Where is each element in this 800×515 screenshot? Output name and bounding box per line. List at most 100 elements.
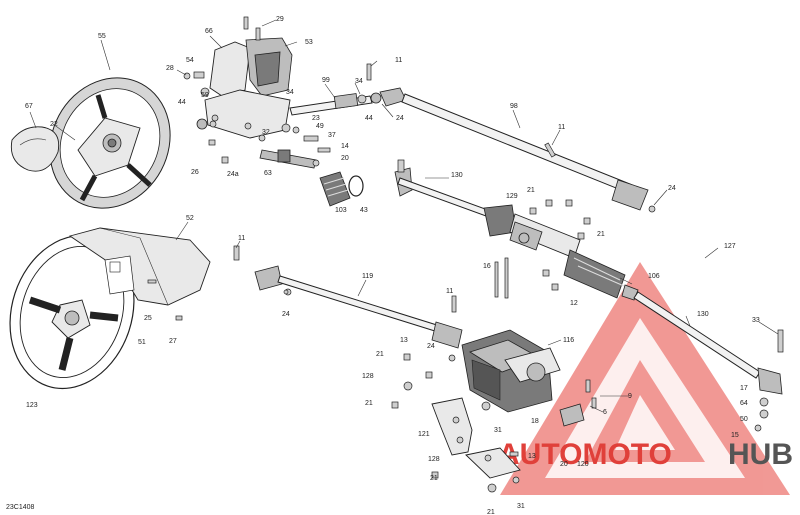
callout-25: 25 [144, 315, 152, 322]
leader-lines [29, 19, 779, 413]
callout-103: 103 [335, 207, 347, 214]
callout-128b: 128 [428, 456, 440, 463]
callout-31b: 31 [517, 503, 525, 510]
callout-127: 127 [724, 243, 736, 250]
watermark: AUTOMOTO HUB [498, 262, 793, 495]
callout-24d: 24 [427, 343, 435, 350]
callout-53: 53 [305, 39, 313, 46]
callout-22: 22 [50, 121, 58, 128]
lower-wheel-hardware [147, 279, 289, 321]
callout-17: 17 [740, 385, 748, 392]
intermediate-shaft [289, 63, 382, 116]
callout-106: 106 [648, 273, 660, 280]
callout-98: 98 [510, 103, 518, 110]
steering-wheel-lower [9, 234, 135, 390]
callout-11d: 11 [446, 288, 453, 295]
callout-11a: 11 [395, 57, 402, 64]
callout-31a: 31 [494, 427, 502, 434]
upper-steering-shaft [379, 87, 656, 213]
callout-20b: 20 [560, 461, 568, 468]
callout-24a2: 24a [227, 171, 239, 178]
callout-29: 29 [276, 16, 284, 23]
callout-55: 55 [98, 33, 106, 40]
callout-119: 119 [362, 273, 373, 280]
callout-13a: 13 [400, 337, 408, 344]
callout-121: 121 [418, 431, 430, 438]
callout-12: 12 [570, 300, 578, 307]
callout-26: 26 [191, 169, 199, 176]
callout-116: 116 [563, 337, 574, 344]
callout-13b: 13 [528, 453, 536, 460]
callout-54: 54 [186, 57, 194, 64]
callout-24a: 24 [396, 115, 404, 122]
power-steering-unit [461, 329, 561, 413]
steering-rack [483, 204, 639, 301]
callout-64: 64 [740, 400, 748, 407]
callout-120: 120 [577, 461, 589, 468]
callout-32: 32 [262, 129, 270, 136]
callout-123: 123 [26, 402, 38, 409]
callout-99: 99 [322, 77, 330, 84]
callout-21f: 21 [487, 509, 495, 515]
callout-52: 52 [186, 215, 194, 222]
callout-24c: 24 [282, 311, 290, 318]
callout-34a: 34 [355, 78, 363, 85]
callout-44a: 44 [178, 99, 186, 106]
callout-33: 33 [752, 317, 760, 324]
tie-rod-lower [633, 291, 784, 432]
tilt-bracket [204, 89, 291, 139]
callout-21a: 21 [527, 187, 535, 194]
callout-130a: 130 [451, 172, 463, 179]
watermark-text-gray: HUB [728, 438, 793, 471]
watermark-text-red: AUTOMOTO [498, 438, 672, 471]
hardware-upper-left [183, 16, 261, 164]
tilt-mechanism-parts [258, 123, 331, 169]
diagram-code: 23C1408 [6, 504, 35, 511]
callout-59: 59 [201, 92, 209, 99]
callout-43: 43 [360, 207, 368, 214]
callout-6: 6 [603, 409, 607, 416]
tie-rod-upper [394, 159, 489, 217]
callout-15: 15 [731, 432, 739, 439]
psu-hardware [391, 353, 597, 479]
callout-28: 28 [166, 65, 174, 72]
callout-11b: 11 [558, 124, 565, 131]
callout-44b: 44 [365, 115, 373, 122]
mounting-bracket [431, 397, 473, 456]
callout-129: 129 [506, 193, 518, 200]
callout-21e: 21 [430, 475, 438, 482]
watermark-triangle-logo [500, 262, 790, 495]
callout-128a: 128 [362, 373, 374, 380]
lower-bracket [465, 447, 521, 493]
callout-9: 9 [628, 393, 632, 400]
callout-49: 49 [316, 123, 324, 130]
column-cover [209, 37, 293, 99]
callout-130b: 130 [697, 311, 709, 318]
callout-11c: 11 [238, 235, 245, 242]
callout-63: 63 [264, 170, 272, 177]
callout-21d: 21 [365, 400, 373, 407]
callout-37: 37 [328, 132, 336, 139]
callout-24b: 24 [668, 185, 676, 192]
callout-51: 51 [138, 339, 146, 346]
callout-66: 66 [205, 28, 213, 35]
callout-20: 20 [341, 155, 349, 162]
column-shroud [68, 227, 211, 306]
callout-16: 16 [483, 263, 491, 270]
horn-cap [10, 126, 60, 172]
callout-labels: 29 66 53 55 28 54 59 11 99 34 34 44 44 2… [25, 16, 760, 515]
callout-21c: 21 [376, 351, 384, 358]
steering-wheel-upper [49, 77, 171, 209]
callout-27: 27 [169, 338, 177, 345]
callout-21b: 21 [597, 231, 605, 238]
lower-steering-shaft [233, 245, 463, 349]
callout-18: 18 [531, 418, 539, 425]
column-boot [319, 171, 364, 207]
callout-23: 23 [312, 115, 320, 122]
callout-34b: 34 [286, 89, 294, 96]
callout-50: 50 [740, 416, 748, 423]
callout-14: 14 [341, 143, 349, 150]
rack-hardware [494, 199, 591, 299]
callout-67: 67 [25, 103, 33, 110]
